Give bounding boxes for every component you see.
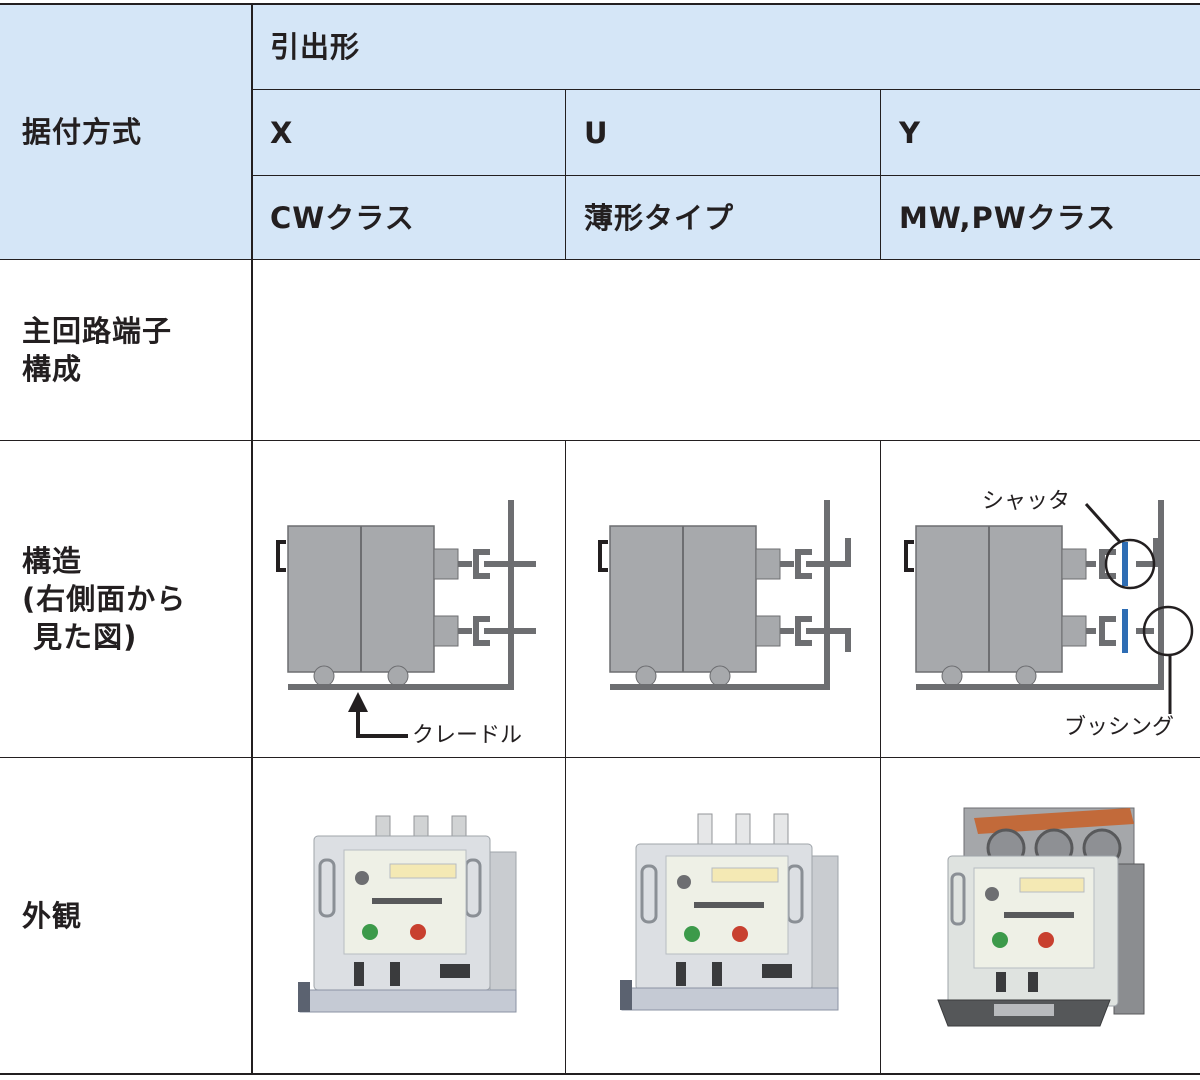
type-name-y: MW,PWクラス [881,176,1200,260]
type-name-label: 薄形タイプ [584,201,735,235]
shutter-plates [1122,542,1128,653]
shutter-circle [1104,538,1156,590]
table-bottom-border [0,1073,1200,1075]
type-name-label: MW,PWクラス [899,201,1117,235]
terminal-clip-x [458,549,536,646]
cradle-callout: クレードル [412,723,522,748]
divider [252,175,1200,176]
divider [565,440,566,1074]
breaker-body [598,525,781,687]
breaker-body [276,525,459,687]
divider [0,757,1200,758]
divider [0,440,1200,441]
header-band [0,4,1200,260]
breaker-photo-y [937,807,1145,1027]
bushing-circle [1142,605,1194,657]
type-code-u: U [566,90,881,176]
breaker-photo-x [298,815,517,1013]
draw-out-header: 引出形 [252,4,1200,90]
type-name-u: 薄形タイプ [566,176,881,260]
handle-icon [598,540,608,572]
divider [252,89,1200,90]
handle-icon [276,540,286,572]
type-code-y: Y [881,90,1200,176]
cradle-frame [610,500,830,690]
main-circuit-label: 主回路端子 構成 [22,314,173,386]
terminal-clip-u [780,538,851,652]
breaker-photo-u [620,813,839,1011]
type-code-label: Y [899,116,921,150]
draw-out-label: 引出形 [270,30,361,64]
structure-diagram-u [598,500,851,690]
type-code-label: X [270,116,294,150]
structure-label: 構造 (右側面から 見た図) [22,544,187,654]
label-column-divider [251,4,253,1074]
structure-row-label: 構造 (右側面から 見た図) [0,440,252,758]
type-code-label: U [584,116,609,150]
shutter-leader [1084,502,1122,544]
table-top-border [0,3,1200,5]
bushing-callout: ブッシング [1064,715,1174,740]
type-name-x: CWクラス [252,176,566,260]
type-code-x: X [252,90,566,176]
breaker-body [904,525,1087,687]
install-method-header: 据付方式 [0,4,252,260]
cradle-frame [916,500,1164,690]
shutter-callout: シャッタ [982,489,1070,514]
divider [880,440,881,1074]
cradle-frame [288,500,514,690]
structure-diagram-x: クレードル [276,500,536,748]
handle-icon [904,540,914,572]
cradle-arrow [348,692,408,738]
main-circuit-row-label: 主回路端子 構成 [0,260,252,440]
structure-diagram-y: シャッタ ブッシング [904,489,1194,740]
appearance-row-label: 外観 [0,758,252,1074]
divider [565,90,566,260]
appearance-label: 外観 [22,899,83,933]
type-name-label: CWクラス [270,201,415,235]
divider [0,259,1200,260]
install-method-label: 据付方式 [22,115,143,149]
divider [880,90,881,260]
